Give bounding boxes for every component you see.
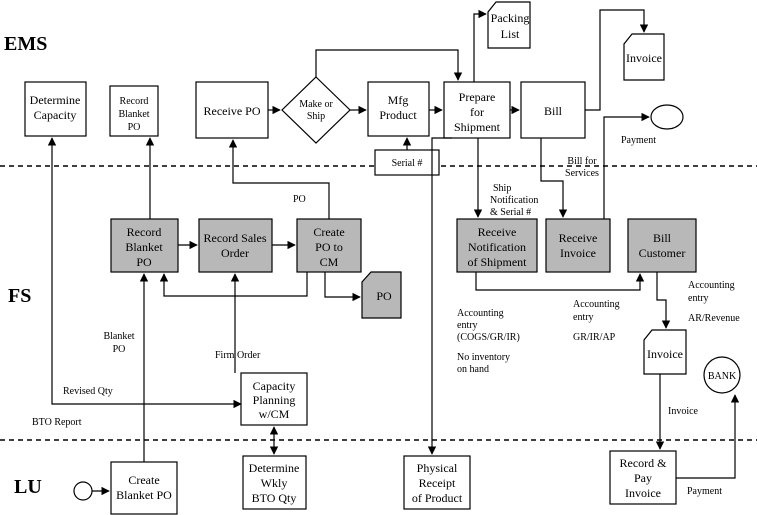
label-invoice: Invoice xyxy=(668,406,699,417)
start-terminal xyxy=(73,481,93,501)
arrow-bill-to-invoice xyxy=(585,9,649,111)
arrow-create-po-to-receive-po xyxy=(228,139,330,219)
label-po: PO xyxy=(293,194,306,205)
svg-text:Invoice: Invoice xyxy=(647,347,683,361)
svg-text:Serial #: Serial # xyxy=(392,158,423,169)
arrow-payment-to-bank xyxy=(676,394,740,479)
label-firm-order: Firm Order xyxy=(215,350,261,361)
svg-text:Bill: Bill xyxy=(544,104,563,118)
payment-terminal xyxy=(650,104,684,130)
arrow-payment-to-ems xyxy=(603,112,650,219)
node-bank: BANK xyxy=(703,356,741,394)
label-grirap: GR/IR/AP xyxy=(573,332,616,343)
arrow-bill-customer-to-invoice xyxy=(656,272,671,329)
arrow-prepare-to-physical-receipt xyxy=(427,137,452,455)
connectors xyxy=(47,9,740,496)
arrow-decision-to-prepare xyxy=(315,49,463,81)
arrow-create-po-to-po-doc xyxy=(324,272,361,302)
label-revised-qty: Revised Qty xyxy=(63,386,113,397)
arrow-bill-for-services xyxy=(540,138,568,218)
svg-text:BANK: BANK xyxy=(708,371,737,382)
lane-title-fs: FS xyxy=(8,285,31,307)
node-serial-number: Serial # xyxy=(374,149,440,176)
svg-text:PO: PO xyxy=(376,289,392,303)
label-bto-report: BTO Report xyxy=(32,417,82,428)
lane-title-ems: EMS xyxy=(4,33,47,55)
label-payment-top: Payment xyxy=(621,135,656,146)
lane-title-lu: LU xyxy=(14,476,42,498)
svg-text:Invoice: Invoice xyxy=(626,51,662,65)
arrow-prepare-to-packing-list xyxy=(473,9,487,82)
node-receive-po: Receive PO xyxy=(195,81,269,139)
node-po-document: PO xyxy=(361,271,402,319)
svg-text:Receive PO: Receive PO xyxy=(204,104,261,118)
node-invoice-fs: Invoice xyxy=(643,329,687,375)
arrow-revised-qty xyxy=(47,137,242,409)
node-invoice-ems: Invoice xyxy=(623,33,665,81)
node-bill: Bill xyxy=(520,81,586,139)
label-ar-revenue: AR/Revenue xyxy=(688,313,740,324)
label-payment-bottom: Payment xyxy=(687,486,722,497)
arrow-notification-to-bill-customer xyxy=(475,272,645,291)
